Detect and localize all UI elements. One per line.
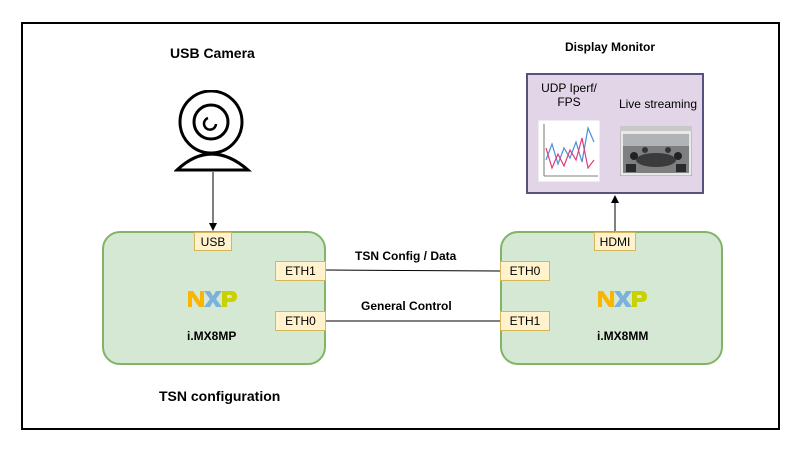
nxp-logo-left [188,291,237,307]
port-left-eth-bottom: ETH0 [275,311,326,331]
diagram-frame [21,22,780,430]
nxp-logo-right [598,291,647,307]
link-label-tsn: TSN Config / Data [355,249,457,263]
webcam-icon [174,90,253,172]
diagram-caption: TSN configuration [159,388,281,404]
display-monitor: UDP Iperf/ FPS Live streaming [526,73,704,194]
video-stream-thumbnail [620,126,692,176]
board-left-name: i.MX8MP [187,329,237,343]
port-usb: USB [194,232,232,251]
board-right-name: i.MX8MM [597,329,649,343]
camera-title: USB Camera [170,45,255,61]
port-right-eth-bottom: ETH1 [500,311,550,331]
port-hdmi: HDMI [594,232,636,251]
link-label-control: General Control [361,299,452,313]
monitor-right-caption: Live streaming [618,97,698,111]
port-left-eth-top: ETH1 [275,261,326,281]
monitor-left-caption: UDP Iperf/ FPS [541,81,597,109]
port-right-eth-top: ETH0 [500,261,550,281]
line-chart-thumbnail [538,120,600,182]
monitor-title: Display Monitor [565,40,656,54]
tsn-link-line [325,269,501,272]
